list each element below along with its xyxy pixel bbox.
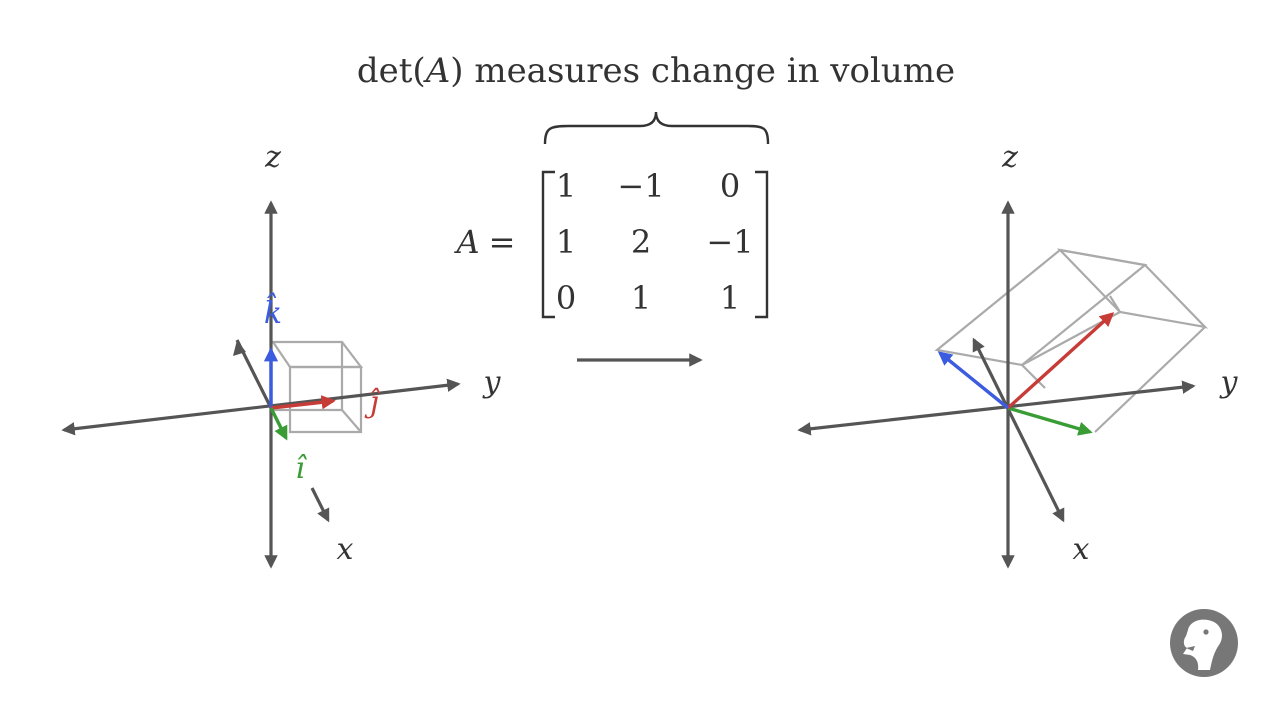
dinosaur-logo-icon xyxy=(1170,609,1238,677)
x-axis-label: x xyxy=(1073,532,1090,567)
matrix-cell: 0 xyxy=(556,279,576,317)
matrix-cell: 1 xyxy=(556,167,576,205)
transformed-basis-j xyxy=(1006,312,1115,410)
matrix-a: A = 1 −1 0 1 2 −1 0 1 1 xyxy=(453,167,769,319)
matrix-cell: −1 xyxy=(706,223,753,261)
basis-vector-i xyxy=(269,407,288,441)
matrix-cell: −1 xyxy=(617,167,664,205)
y-axis-label: y xyxy=(1219,365,1239,400)
transformed-basis-k xyxy=(937,351,1010,410)
transformed-parallelepiped xyxy=(934,248,1209,433)
k-hat-label: k̂ xyxy=(264,292,282,331)
basis-vector-j xyxy=(270,395,336,410)
matrix-equals: = xyxy=(489,223,516,261)
matrix-cell: 0 xyxy=(720,167,740,205)
y-axis-label: y xyxy=(482,365,502,400)
x-axis xyxy=(972,337,1065,523)
z-axis-label: z xyxy=(264,140,281,175)
matrix-cell: 1 xyxy=(720,279,740,317)
unit-cube xyxy=(270,340,364,434)
matrix-right-bracket xyxy=(755,170,769,319)
matrix-left-bracket xyxy=(541,170,555,319)
matrix-cell: 1 xyxy=(556,223,576,261)
transformed-basis-i xyxy=(1007,406,1093,436)
i-hat-label: î xyxy=(295,451,307,486)
matrix-name: A xyxy=(453,223,479,261)
y-axis xyxy=(797,380,1196,436)
x-axis-label: x xyxy=(337,532,354,567)
matrix-cell: 1 xyxy=(631,279,651,317)
x-axis xyxy=(310,487,330,523)
y-axis xyxy=(61,378,461,436)
z-axis-label: z xyxy=(1001,140,1018,175)
j-hat-label: ĵ xyxy=(364,385,380,420)
x-axis-back-arrowhead xyxy=(233,340,246,356)
matrix-cell: 2 xyxy=(631,223,651,261)
title-text: det(A) measures change in volume xyxy=(357,51,955,91)
right-plot: z y x xyxy=(797,140,1239,569)
overbrace xyxy=(543,111,770,145)
left-plot: z y x k̂ ĵ î xyxy=(61,140,502,569)
